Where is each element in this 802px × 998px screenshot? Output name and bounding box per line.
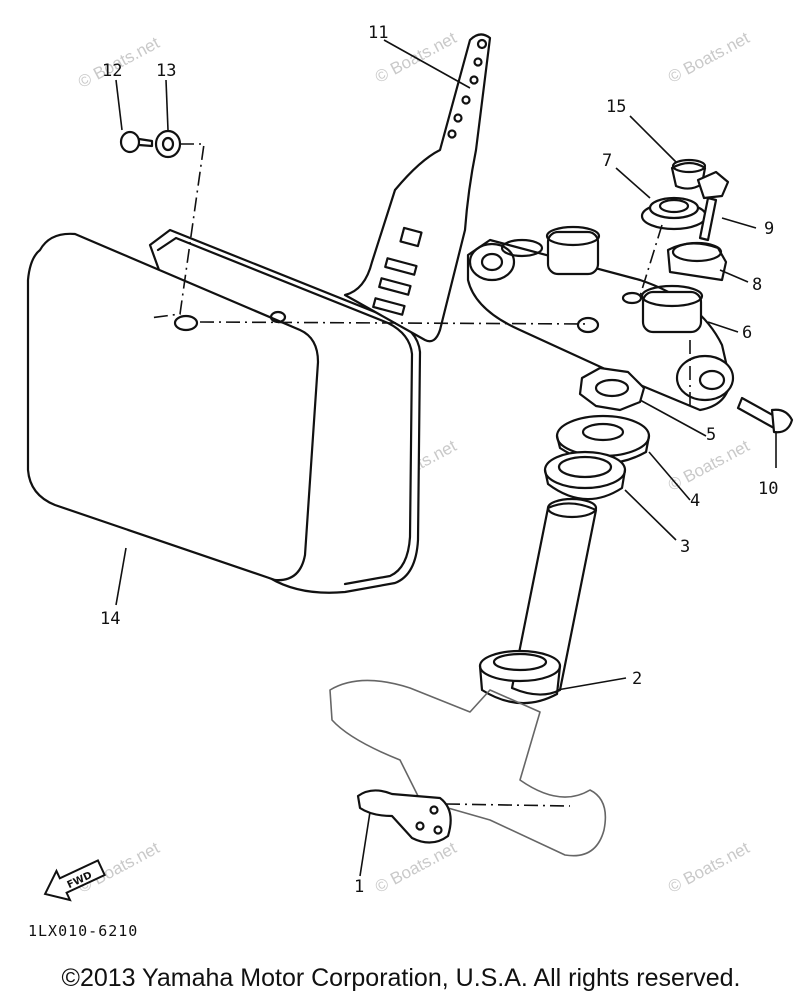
callout-12: 12 (102, 61, 122, 81)
washer-part (555, 414, 651, 465)
callout-4: 4 (690, 491, 700, 511)
bolt-10-part (736, 396, 794, 434)
fwd-arrow-icon: FWD (43, 859, 106, 902)
number-plate-part (26, 228, 422, 594)
callout-11: 11 (368, 23, 388, 43)
callout-8: 8 (752, 275, 762, 295)
bracket-stay-part (343, 33, 492, 343)
callout-2: 2 (632, 669, 642, 689)
callout-7: 7 (602, 151, 612, 171)
callout-3: 3 (680, 537, 690, 557)
diagram-code: 1LX010-6210 (28, 922, 139, 940)
bolt-9-part (696, 170, 730, 242)
under-bracket-part (329, 679, 607, 857)
callout-15: 15 (606, 97, 626, 117)
bearing-upper-part (543, 450, 627, 501)
callout-6: 6 (742, 323, 752, 343)
cable-guide-part (356, 789, 452, 844)
callout-5: 5 (706, 425, 716, 445)
screw-part (119, 130, 154, 154)
callout-1: 1 (354, 877, 364, 897)
bearing-lower-part (478, 649, 562, 705)
callout-10: 10 (758, 479, 778, 499)
nut-part (578, 366, 646, 412)
callout-14: 14 (100, 609, 120, 629)
callout-13: 13 (156, 61, 176, 81)
callout-9: 9 (764, 219, 774, 239)
upper-bracket-part (466, 225, 735, 412)
copyright-notice: ©2013 Yamaha Motor Corporation, U.S.A. A… (61, 964, 741, 992)
collar-part (640, 196, 708, 231)
washer-13-part (154, 129, 182, 159)
